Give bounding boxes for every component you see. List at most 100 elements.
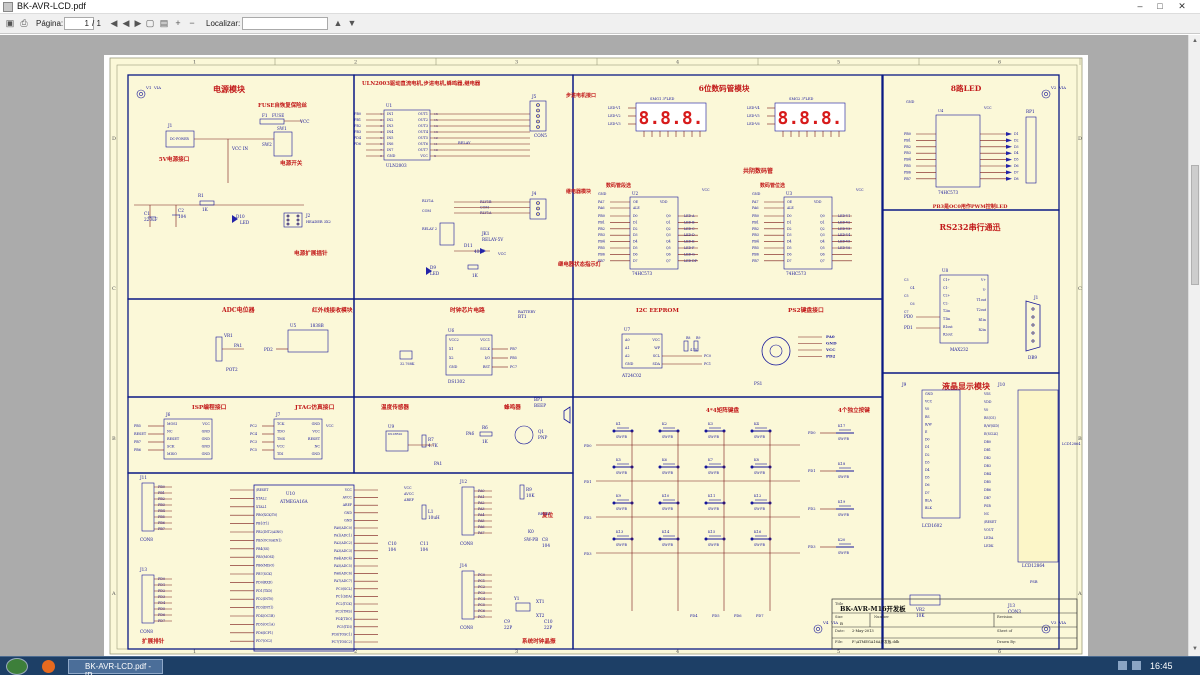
print-icon[interactable]: ⎙ — [20, 18, 28, 28]
open-file-icon[interactable]: ▣ — [5, 18, 15, 28]
zoom-in-icon[interactable]: + — [175, 18, 181, 28]
key-label: K17 — [838, 424, 846, 428]
schematic-label: PD0 — [584, 444, 592, 448]
schematic-label: PC1(SDA) — [336, 594, 352, 598]
schematic-label: D7 — [787, 259, 792, 263]
switch-contact — [750, 429, 754, 433]
keypad-key-label: K11 — [708, 494, 715, 498]
schematic-label: ALE — [786, 206, 794, 210]
section-title-adc: ADC电位器 — [221, 306, 256, 314]
schematic-label: D2 — [925, 453, 930, 457]
schematic-label: RELAY — [458, 141, 471, 145]
schematic-label: PD0(RXD) — [256, 580, 272, 584]
network-tray-icon[interactable] — [1118, 661, 1127, 670]
schematic-label: U4 — [938, 109, 944, 113]
scroll-down-icon[interactable]: ▼ — [1192, 646, 1198, 652]
schematic-label: R6 — [482, 425, 488, 430]
schematic-label: R9 — [696, 336, 700, 340]
schematic-label: RS — [925, 415, 930, 419]
schematic-label: A0 — [624, 338, 630, 342]
schematic-label: RESET — [134, 432, 147, 436]
schematic-label: LED-B — [684, 220, 695, 224]
schematic-label: OE — [787, 200, 793, 204]
schematic-label: R/W — [925, 422, 932, 426]
section-title-ir: 红外线接收模块 — [312, 306, 353, 314]
fit-width-icon[interactable]: ▤ — [159, 18, 169, 28]
header-pin — [296, 214, 300, 218]
schematic-label: PB3 — [354, 130, 361, 134]
schematic-label: Q0 — [820, 214, 825, 218]
schematic-label: J9 — [901, 382, 907, 387]
keypad-key-label: K3 — [708, 422, 714, 426]
schematic-label: OUT4 — [418, 130, 428, 134]
schematic-label: PD3 — [808, 545, 816, 549]
find-next-icon[interactable]: ▼ — [347, 18, 357, 28]
fit-page-icon[interactable]: ▢ — [145, 18, 155, 28]
schematic-label: K0 — [528, 529, 534, 534]
schematic-label: PB2 — [904, 145, 911, 149]
schematic-label: Size — [835, 615, 843, 619]
zoom-out-icon[interactable]: − — [189, 18, 195, 28]
schematic-label: SW-PB — [662, 543, 673, 547]
taskbar-item-pdf[interactable]: BK-AVR-LCD.pdf - [P... — [68, 659, 163, 680]
schematic-label: XT1 — [536, 599, 545, 604]
schematic-label: T1in — [943, 317, 950, 321]
prev-page-icon[interactable]: ◀ — [122, 18, 130, 28]
schematic-label: 22P — [544, 625, 552, 630]
schematic-label: J5 — [531, 94, 537, 99]
close-button[interactable]: ✕ — [1178, 1, 1186, 11]
next-page-icon[interactable]: ▶ — [134, 18, 142, 28]
ruler-row-label: A — [1077, 591, 1082, 597]
first-page-icon[interactable]: ◀ — [110, 18, 118, 28]
vertical-scrollbar[interactable]: ▲ ▼ — [1188, 35, 1200, 656]
keypad-key-label: K1 — [616, 422, 621, 426]
firefox-icon[interactable] — [42, 660, 55, 673]
schematic-label: MAX232 — [950, 347, 969, 352]
schematic-label: SW-PB — [616, 543, 627, 547]
schematic-label: 220uF — [144, 217, 158, 222]
schematic-label: VCC — [403, 486, 412, 490]
schematic-label: PD5(OC1A) — [256, 622, 275, 626]
schematic-label: SW-PB — [838, 475, 849, 479]
schematic-label: AREF — [342, 503, 353, 507]
maximize-button[interactable]: □ — [1157, 1, 1163, 11]
component-body — [693, 340, 699, 352]
schematic-label: X1 — [449, 347, 454, 351]
schematic-label: PD4(OC1B) — [256, 614, 275, 618]
schematic-label: J4 — [531, 191, 537, 196]
component-body — [1025, 116, 1037, 184]
schematic-label: Q6 — [666, 252, 671, 256]
schematic-label: E(SCLK) — [984, 432, 998, 436]
mount-hole — [813, 624, 823, 634]
scroll-up-icon[interactable]: ▲ — [1192, 38, 1198, 44]
volume-tray-icon[interactable] — [1132, 661, 1141, 670]
find-input[interactable] — [242, 17, 328, 30]
schematic-label: SDA — [653, 362, 661, 366]
scroll-thumb[interactable] — [1191, 165, 1199, 285]
uln-motor-label: 步进电机接口 — [566, 92, 596, 99]
schematic-label: PB0 — [904, 132, 911, 136]
component-body — [621, 333, 663, 369]
ruler-row-label: D — [1078, 136, 1082, 142]
schematic-label: IN7 — [387, 148, 393, 152]
relay-indicator-label: 继电器状态指示灯 — [558, 260, 602, 268]
schematic-label: SW-PB — [754, 435, 765, 439]
schematic-label: BLA — [925, 498, 932, 502]
taskbar-clock: 16:45 — [1150, 661, 1173, 671]
start-button[interactable] — [6, 658, 28, 675]
switch-contact — [750, 465, 754, 469]
ruler-column-label: 1 — [193, 649, 196, 655]
section-title-lcd: 液晶显示模块 — [942, 381, 991, 391]
page-number-input[interactable]: 1 — [64, 17, 94, 30]
schematic-label: U3 — [786, 191, 793, 196]
schematic-label: Date: — [835, 629, 845, 633]
schematic-label: BT1 — [518, 314, 527, 319]
schematic-label: BLK — [925, 506, 932, 510]
minimize-button[interactable]: – — [1137, 1, 1143, 11]
find-prev-icon[interactable]: ▲ — [333, 18, 343, 28]
schematic-label: RELAY-5V — [482, 237, 504, 242]
schematic-label: Q5 — [820, 246, 825, 250]
schematic-label: PB0 — [598, 214, 605, 218]
